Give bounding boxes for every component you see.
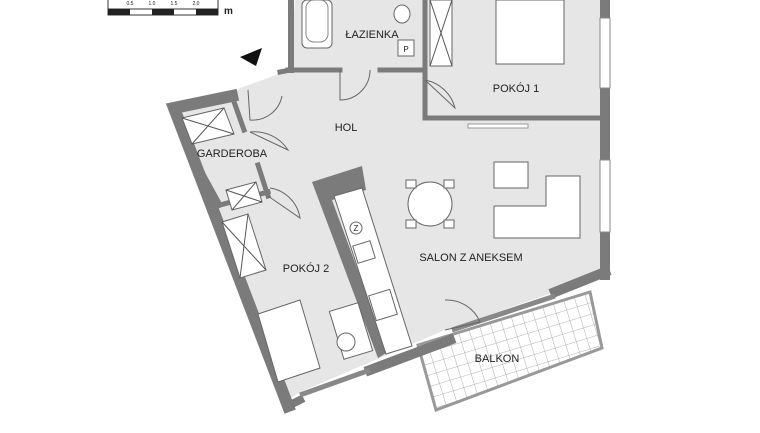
- floor-area: [178, 0, 600, 400]
- room-label-room2: POKÓJ 2: [283, 262, 329, 275]
- fridge-symbol: Z: [354, 224, 359, 233]
- walls: [165, 0, 612, 414]
- living-furniture: [405, 123, 581, 239]
- room-label-bathroom: ŁAZIENKA: [345, 29, 399, 41]
- wardrobes: [181, 107, 267, 279]
- balcony: [416, 290, 604, 412]
- room-label-wardrobe: GARDEROBA: [197, 148, 268, 160]
- entrance-arrow-icon: [240, 48, 262, 66]
- scale-unit: m: [224, 6, 233, 17]
- room-label-balcony: BALKON: [475, 353, 520, 365]
- bed: [495, 0, 565, 65]
- scale-tick: 0.5: [127, 1, 134, 7]
- room-label-living: SALON Z ANEKSEM: [419, 252, 522, 264]
- doors: [247, 69, 481, 331]
- bathroom-fixtures: P: [301, 0, 453, 67]
- scale-tick: 1.0: [149, 1, 156, 7]
- scale-tick: 2.0: [193, 1, 200, 7]
- scale-tick: 1.5: [171, 1, 178, 7]
- room-label-room1: POKÓJ 1: [493, 82, 539, 95]
- room2-furniture: [257, 299, 374, 383]
- scale-bar: 0.5 1.0 1.5 2.0 m: [107, 0, 233, 17]
- parking-symbol: P: [403, 45, 408, 54]
- kitchen-counter: Z: [333, 187, 413, 355]
- room-label-hall: HOL: [335, 122, 358, 134]
